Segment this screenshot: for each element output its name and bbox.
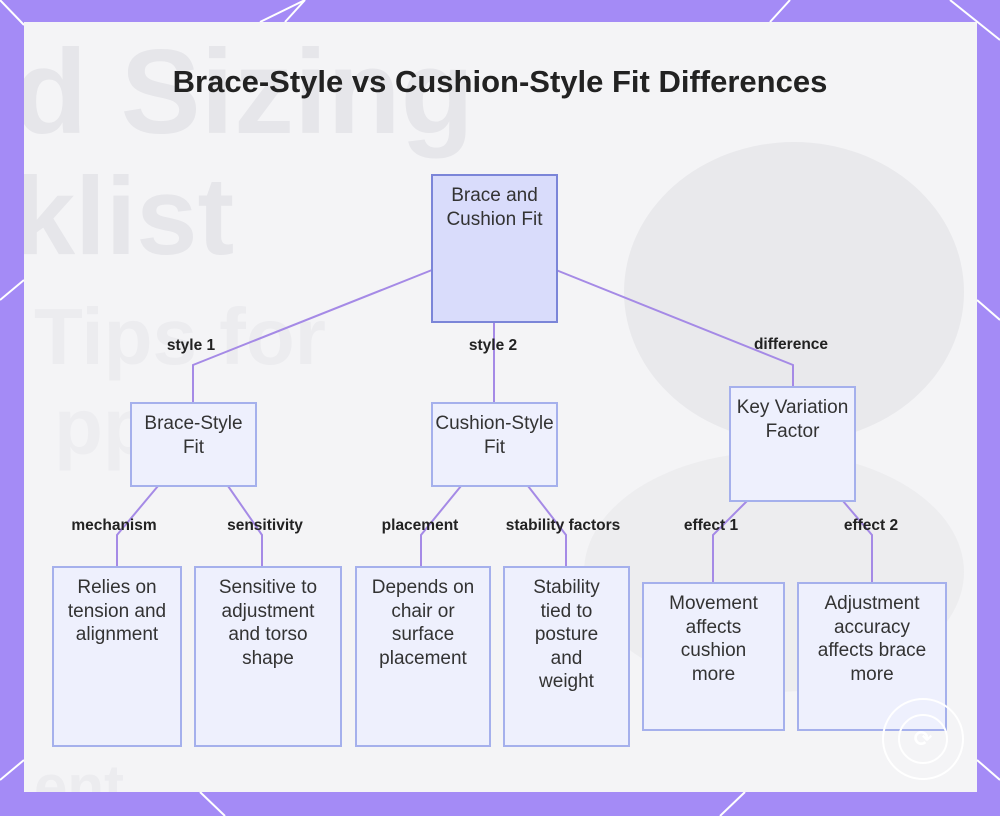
node-cushion-style-fit: Cushion-Style Fit	[431, 402, 558, 487]
node-label: Relies on tension and alignment	[67, 577, 167, 645]
edge-effect2	[842, 500, 873, 583]
node-label: Adjustment accuracy affects brace more	[817, 593, 927, 685]
node-label: Brace-Style Fit	[144, 413, 243, 458]
edge-label-style2: style 2	[468, 337, 518, 354]
diagram-title: Brace-Style vs Cushion-Style Fit Differe…	[172, 64, 828, 99]
node-label: Cushion-Style Fit	[435, 413, 554, 458]
node-relies-on-tension: Relies on tension and alignment	[52, 566, 182, 747]
edge-effect1	[712, 500, 748, 583]
edge-mechanism	[116, 485, 159, 567]
logo-badge: ⟳	[882, 698, 964, 780]
node-adjustment-accuracy: Adjustment accuracy affects brace more	[797, 582, 947, 731]
logo-badge-icon: ⟳	[898, 714, 948, 764]
node-label: Stability tied to posture and weight	[533, 577, 600, 692]
edge-label-mechanism: mechanism	[71, 517, 157, 534]
node-label: Depends on chair or surface placement	[371, 577, 475, 669]
node-brace-and-cushion-fit: Brace and Cushion Fit	[431, 174, 558, 323]
node-stability-tied-to-posture: Stability tied to posture and weight	[503, 566, 630, 747]
edge-difference	[555, 269, 794, 387]
edge-label-difference: difference	[753, 336, 829, 353]
background-watermark: ent	[34, 753, 124, 793]
node-key-variation-factor: Key Variation Factor	[729, 386, 856, 502]
edge-label-placement: placement	[381, 517, 459, 534]
edge-label-effect2: effect 2	[843, 517, 899, 534]
node-movement-affects-cushion: Movement affects cushion more	[642, 582, 785, 731]
edge-placement	[420, 485, 462, 567]
background-watermark: klist	[24, 155, 235, 278]
edge-label-style1: style 1	[166, 337, 216, 354]
background-watermark: d Sizing	[24, 25, 474, 159]
node-sensitive-to-adjustment: Sensitive to adjustment and torso shape	[194, 566, 342, 747]
edge-label-stability-factors: stability factors	[505, 517, 621, 534]
edge-label-sensitivity: sensitivity	[227, 517, 303, 534]
edge-stability-factors	[527, 485, 567, 567]
node-depends-on-chair: Depends on chair or surface placement	[355, 566, 491, 747]
background-watermark: Tips for	[34, 292, 326, 381]
node-label: Brace and Cushion Fit	[446, 185, 543, 230]
edge-style1	[192, 269, 433, 403]
edge-label-effect1: effect 1	[683, 517, 739, 534]
node-label: Movement affects cushion more	[669, 593, 758, 685]
node-label: Sensitive to adjustment and torso shape	[218, 577, 318, 669]
edge-sensitivity	[227, 485, 263, 567]
node-label: Key Variation Factor	[736, 397, 849, 442]
node-brace-style-fit: Brace-Style Fit	[130, 402, 257, 487]
